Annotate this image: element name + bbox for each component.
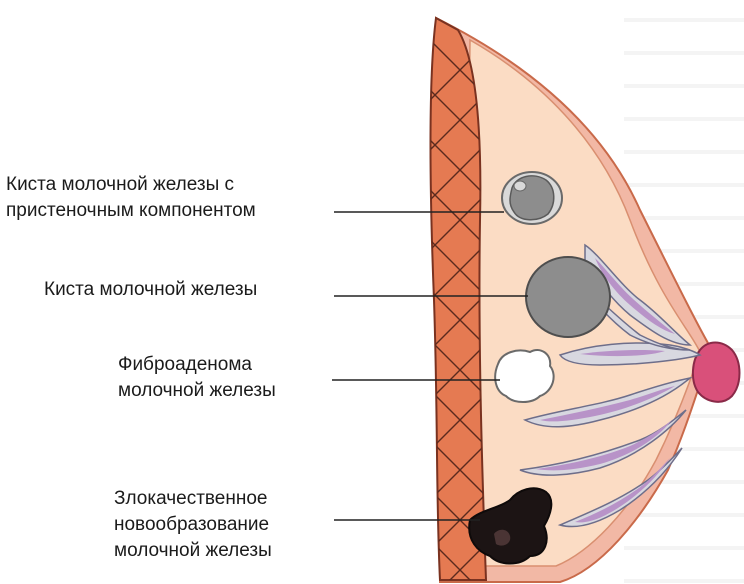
label-fibroadenoma: Фиброаденома молочной железы xyxy=(118,352,276,404)
label-cyst-with-mural-component-line1: Киста молочной железы с xyxy=(6,172,256,198)
label-malignant-tumor-line1: Злокачественное xyxy=(114,486,272,512)
fibroadenoma xyxy=(495,350,553,402)
label-fibroadenoma-line1: Фиброаденома xyxy=(118,352,276,378)
label-malignant-tumor-line2: новообразование xyxy=(114,512,272,538)
label-cyst-with-mural-component: Киста молочной железы с пристеночным ком… xyxy=(6,172,256,224)
label-fibroadenoma-line2: молочной железы xyxy=(118,378,276,404)
label-cyst: Киста молочной железы xyxy=(44,277,257,303)
cyst-with-mural-component xyxy=(502,172,562,224)
label-cyst-with-mural-component-line2: пристеночным компонентом xyxy=(6,198,256,224)
label-malignant-tumor: Злокачественное новообразование молочной… xyxy=(114,486,272,564)
cyst xyxy=(526,257,610,337)
label-cyst-line1: Киста молочной железы xyxy=(44,277,257,303)
label-malignant-tumor-line3: молочной железы xyxy=(114,538,272,564)
nipple xyxy=(693,343,740,402)
